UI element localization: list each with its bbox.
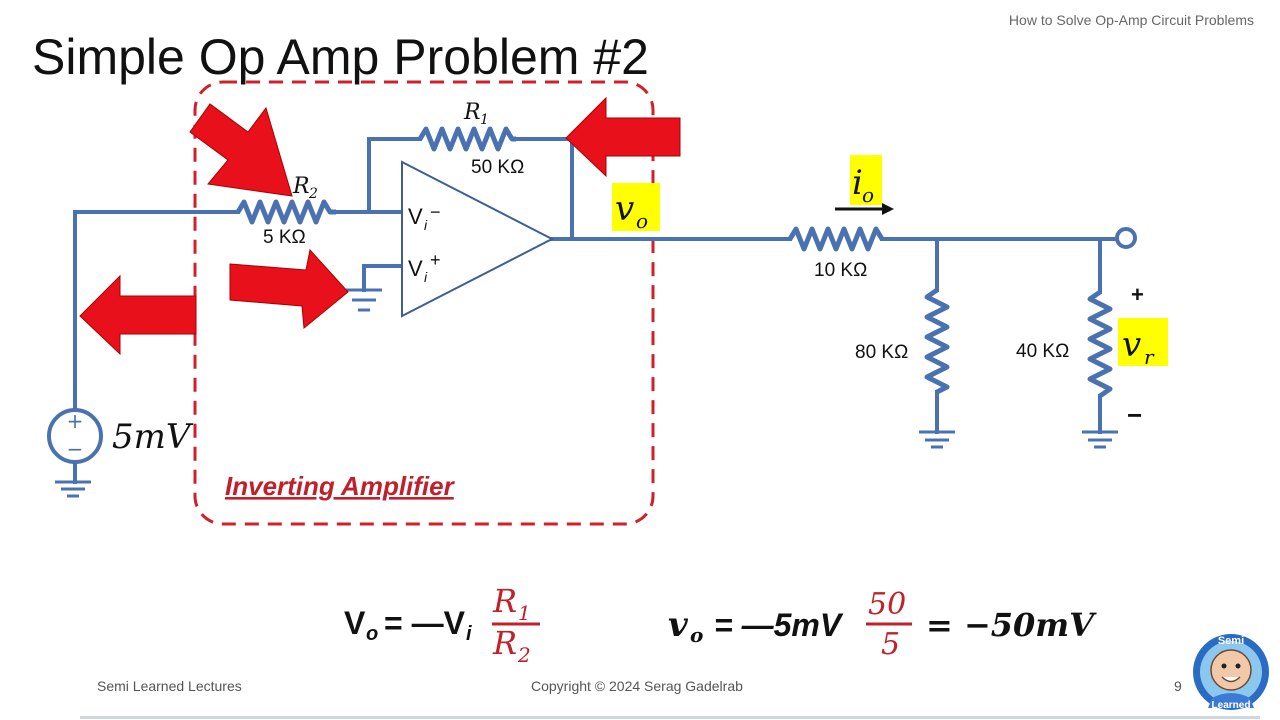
resistor-40k [1087,289,1113,399]
pointer-arrow-ground [229,248,349,329]
wire-feedback-left [367,137,422,214]
ground-icon [346,288,382,312]
r2-sub: 2 [308,186,318,202]
r40-value: 40 KΩ [1016,341,1069,362]
footer-lecture-series: Semi Learned Lectures [97,678,242,694]
eq2-num: 50 [868,587,906,622]
page-number: 9 [1174,678,1182,694]
eq1-den: R [492,624,517,662]
vo-highlight [612,183,660,231]
bottom-divider [80,716,1260,719]
eq2-lhs: v [668,605,689,645]
resistor-r2 [235,199,336,225]
eq2-mid: = —5mV [714,607,844,643]
resistor-r1 [417,126,516,152]
resistor-10k [787,226,885,252]
svg-text:Learned: Learned [1212,700,1251,711]
source-minus: − [67,437,84,461]
eq1-num: R [492,582,517,620]
pointer-arrow-r2 [189,103,293,197]
ground-icon [55,480,91,498]
vo-label: v [615,189,634,229]
svg-text:Semi: Semi [1218,635,1244,647]
wire-source [73,210,240,412]
io-sub: o [862,183,874,207]
vr-highlight [1118,318,1168,366]
r80-value: 80 KΩ [855,342,908,363]
vr-label: v [1122,325,1141,365]
pointer-arrow-source [79,274,197,356]
io-highlight [850,155,882,205]
eq1-den-sub: 2 [517,643,531,667]
current-arrow-icon [882,203,894,215]
vin-minus-sup: − [430,202,441,222]
footer-copyright: Copyright © 2024 Serag Gadelrab [531,678,743,694]
semi-learned-logo: Semi Learned [1193,634,1269,711]
box-caption: Inverting Amplifier [225,471,456,501]
vr-sub: r [1144,345,1155,369]
pointer-arrow-r1 [565,96,681,178]
voltage-source-icon [47,408,103,464]
r1-sub: 1 [480,112,489,128]
vo-sub: o [636,209,648,233]
r2-value: 5 KΩ [263,227,306,248]
vr-plus: + [1131,282,1144,307]
eq1-lhs-sub: o [366,623,378,645]
source-plus: + [67,409,84,433]
wire-plus-input [362,264,402,292]
r1-value: 50 KΩ [471,157,524,178]
vin-plus-sup: + [430,250,441,270]
r1-label: R [463,100,481,125]
ground-icon [1082,430,1118,449]
eq1-rhs: = —V [384,605,466,641]
r2-label: R [292,174,310,199]
page-title: Simple Op Amp Problem #2 [32,29,649,85]
eq1-num-sub: 1 [518,601,531,625]
eq1-rhs-sub: i [466,623,472,645]
eq2-lhs-sub: o [690,623,703,647]
deck-title: How to Solve Op-Amp Circuit Problems [1008,12,1254,28]
source-value: 5mV [112,417,194,457]
resistor-80k [924,287,950,395]
r10-value: 10 KΩ [814,260,867,281]
io-label: i [852,163,863,203]
equation-2: v o = —5mV 50 5 = −50mV [668,587,1097,662]
ground-icon [919,430,955,449]
output-terminal [1115,227,1137,249]
vin-plus-sub: i [424,269,428,285]
equation-1: V o = —V i [344,605,472,645]
vin-minus: V [408,204,423,229]
eq2-result: = −50mV [926,606,1097,644]
op-amp [401,160,555,318]
vr-minus: − [1127,400,1142,430]
vin-plus: V [408,256,423,281]
eq1-lhs: V [344,605,366,641]
eq2-den: 5 [881,627,900,662]
vin-minus-sub: i [424,217,428,233]
